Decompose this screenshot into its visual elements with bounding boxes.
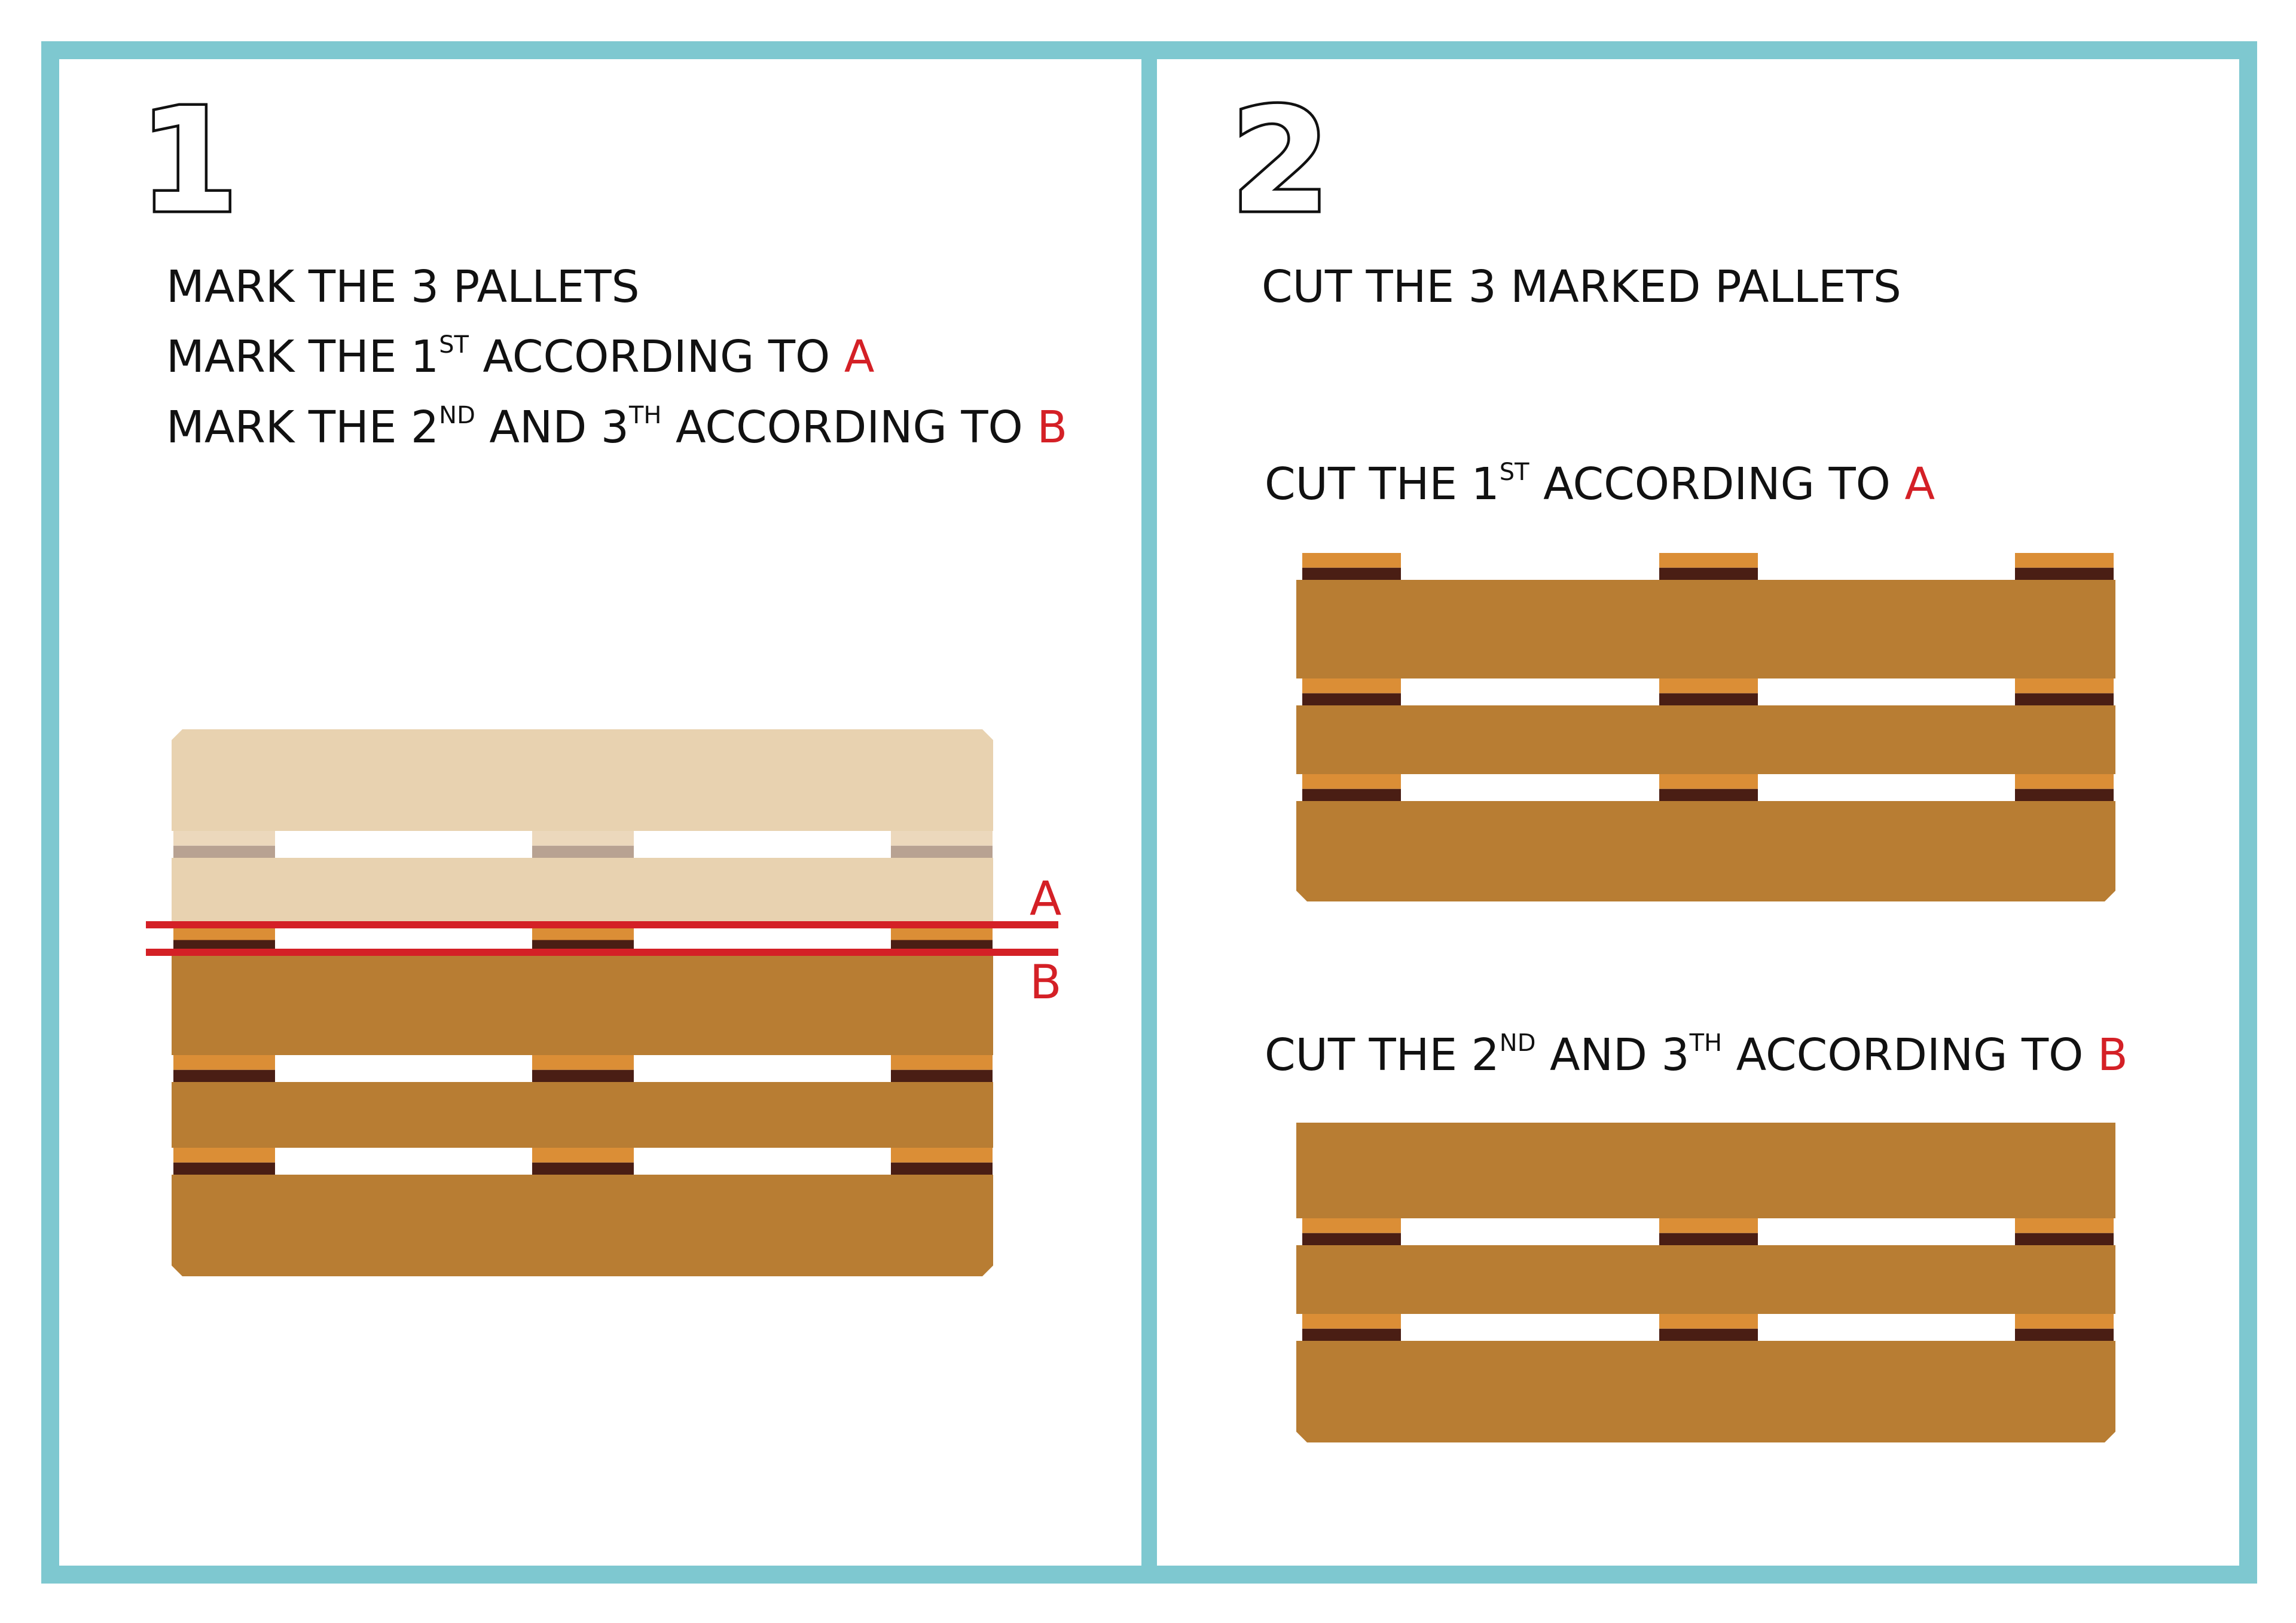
pallet-block-shadow (891, 1162, 993, 1175)
pallet-block-light-shadow (532, 845, 634, 858)
pallet-block (2015, 553, 2114, 568)
cut-a-caption-segment: ST (1500, 459, 1529, 486)
cut-a-caption-segment: ACCORDING TO (1529, 459, 1905, 510)
step-1-line-3-segment: MARK THE 2 (166, 402, 439, 453)
pallet-block-shadow (2015, 567, 2114, 580)
pallet-block-shadow (2015, 693, 2114, 705)
cut-pallet-b (1296, 1123, 2115, 1442)
pallet-block (1302, 774, 1401, 789)
step-1-line-1: MARK THE 3 PALLETS (166, 261, 640, 313)
marked-pallet (172, 729, 993, 1276)
pallet-block-shadow (532, 1069, 634, 1082)
pallet-block-shadow (1659, 1328, 1758, 1341)
pallet-block-shadow (1302, 693, 1401, 705)
pallet-block-shadow (1659, 788, 1758, 801)
pallet-block-light-shadow (173, 845, 275, 858)
pallet-board (172, 1082, 993, 1148)
pallet-block-shadow (1302, 1328, 1401, 1341)
frame (41, 41, 2257, 1584)
pallet-block (1659, 678, 1758, 693)
step-1-line-2: MARK THE 1ST ACCORDING TO A (166, 331, 875, 383)
pallet-block (891, 1055, 993, 1070)
pallet-block (891, 1148, 993, 1163)
step-1-line-2-segment: ST (439, 331, 469, 359)
pallet-block-shadow (1659, 1233, 1758, 1245)
pallet-block (1659, 774, 1758, 789)
step-1-line-2-segment: ACCORDING TO (469, 331, 844, 383)
pallet-block-light-shadow (891, 845, 993, 858)
step-1-line-3-segment: B (1037, 402, 1067, 453)
pallet-board-light (172, 858, 993, 924)
pallet-board (172, 953, 993, 1055)
pallet-board (1296, 1245, 2115, 1314)
cut-b-caption-segment: AND 3 (1536, 1029, 1690, 1081)
pallet-block (532, 1055, 634, 1070)
marker-a-label: A (1030, 872, 1061, 926)
cut-b-caption: CUT THE 2ND AND 3TH ACCORDING TO B (1265, 1029, 2128, 1081)
step-1-line-3-segment: TH (628, 402, 662, 429)
step-1-number: 1 (139, 77, 239, 244)
step-1-line-3-segment: ACCORDING TO (661, 402, 1037, 453)
pallet-block-shadow (1302, 788, 1401, 801)
cut-b-caption-segment: ACCORDING TO (1722, 1029, 2097, 1081)
step-1-line-3: MARK THE 2ND AND 3TH ACCORDING TO B (166, 402, 1067, 453)
pallet-block (1302, 1314, 1401, 1329)
pallet-block (2015, 1314, 2114, 1329)
pallet-block (2015, 1218, 2114, 1233)
pallet-block-shadow (532, 1162, 634, 1175)
step-2-heading-segment: CUT THE 3 MARKED PALLETS (1262, 261, 1901, 313)
pallet-board (1296, 705, 2115, 774)
pallet-block (1659, 553, 1758, 568)
panel-1: 1 MARK THE 3 PALLETS MARK THE 1ST ACCORD… (136, 75, 1067, 1276)
step-2-heading: CUT THE 3 MARKED PALLETS (1262, 261, 1901, 313)
pallet-block (173, 1148, 275, 1163)
pallet-block-shadow (2015, 1328, 2114, 1341)
pallet-bottom-board (1296, 801, 2115, 901)
pallet-block (1302, 1218, 1401, 1233)
pallet-block (1659, 1314, 1758, 1329)
pallet-bottom-board (172, 1175, 993, 1276)
pallet-block (1302, 678, 1401, 693)
pallet-block (173, 1055, 275, 1070)
pallet-block-shadow (173, 1069, 275, 1082)
pallet-bottom-board (1296, 1341, 2115, 1442)
cut-pallet-a (1296, 553, 2115, 901)
pallet-block-shadow (2015, 1233, 2114, 1245)
pallet-block-shadow (891, 1069, 993, 1082)
cut-a-caption: CUT THE 1ST ACCORDING TO A (1265, 459, 1935, 510)
pallet-block-shadow (1302, 1233, 1401, 1245)
step-2-number: 2 (1231, 77, 1330, 244)
cut-b-caption-segment: CUT THE 2 (1265, 1029, 1500, 1081)
cut-b-caption-segment: TH (1689, 1029, 1723, 1057)
pallet-block (1302, 553, 1401, 568)
cut-a-caption-segment: CUT THE 1 (1265, 459, 1500, 510)
step-1-line-2-segment: MARK THE 1 (166, 331, 439, 383)
pallet-block (2015, 774, 2114, 789)
pallet-board (1296, 580, 2115, 678)
pallet-block-shadow (173, 1162, 275, 1175)
cut-a-caption-segment: A (1904, 459, 1935, 510)
step-1-line-3-segment: AND 3 (475, 402, 629, 453)
pallet-block-shadow (1302, 567, 1401, 580)
pallet-block-light (891, 831, 993, 846)
cut-b-caption-segment: B (2097, 1029, 2128, 1081)
pallet-block (532, 1148, 634, 1163)
pallet-board (1296, 1123, 2115, 1218)
pallet-block-shadow (2015, 788, 2114, 801)
pallet-block-shadow (1659, 567, 1758, 580)
marker-b-label: B (1030, 956, 1062, 1010)
pallet-block-light (173, 831, 275, 846)
pallet-block-shadow (1659, 693, 1758, 705)
cut-b-caption-segment: ND (1500, 1029, 1536, 1057)
pallet-block (2015, 678, 2114, 693)
panel-2: 2 CUT THE 3 MARKED PALLETS CUT THE 1ST A… (1228, 75, 2128, 1442)
step-1-line-3-segment: ND (439, 402, 475, 429)
step-1-line-2-segment: A (844, 331, 875, 383)
pallet-block-light (532, 831, 634, 846)
pallet-top-board-light (172, 729, 993, 831)
step-1-line-1-segment: MARK THE 3 PALLETS (166, 261, 640, 313)
pallet-block (1659, 1218, 1758, 1233)
